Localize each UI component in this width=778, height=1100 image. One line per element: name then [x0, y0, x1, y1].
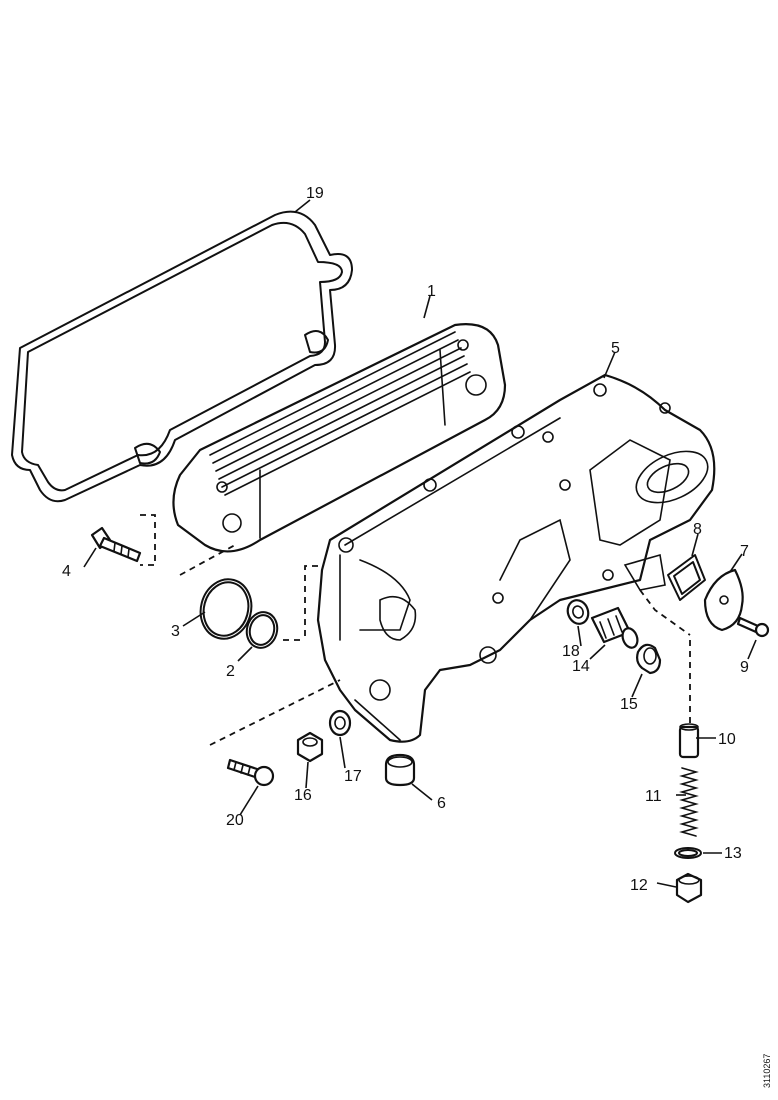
washer-17 [328, 709, 352, 737]
callout-9: 9 [740, 659, 749, 676]
cover-7 [703, 568, 744, 632]
bolt-9 [736, 616, 770, 638]
callout-16: 16 [294, 787, 312, 804]
callout-12: 12 [630, 877, 648, 894]
callout-19: 19 [306, 185, 324, 202]
sleeve-10 [678, 723, 700, 759]
plug-6 [384, 753, 416, 787]
callout-labels: 1 2 3 4 5 6 7 8 9 10 11 12 13 14 15 16 1… [62, 185, 749, 894]
gasket-8 [667, 554, 706, 601]
bolt-4 [90, 526, 142, 563]
plug-15 [636, 643, 662, 675]
reference-number: 3110267 [762, 1054, 772, 1088]
callout-7: 7 [740, 543, 749, 560]
callout-1: 1 [427, 283, 436, 300]
callout-4: 4 [62, 563, 71, 580]
callout-17: 17 [344, 768, 362, 785]
callout-2: 2 [226, 663, 235, 680]
nut-16 [296, 731, 324, 763]
callout-13: 13 [724, 845, 742, 862]
seal-ring-18 [566, 599, 590, 625]
plug-12 [675, 872, 703, 904]
callout-18: 18 [562, 643, 580, 660]
callout-15: 15 [620, 696, 638, 713]
o-ring-3 [199, 578, 253, 640]
callout-3: 3 [171, 623, 180, 640]
gasket-19 [11, 210, 353, 503]
retaining-ring-13 [674, 847, 702, 859]
bolt-20 [226, 758, 275, 787]
callout-11: 11 [645, 788, 662, 805]
leader-lines [83, 199, 757, 888]
callout-20: 20 [226, 812, 244, 829]
callout-5: 5 [611, 340, 620, 357]
oil-cooler-core-1 [172, 323, 507, 553]
oil-cooler-housing-5 [316, 373, 716, 743]
callout-6: 6 [437, 795, 446, 812]
valve-14 [590, 606, 639, 649]
callout-10: 10 [718, 731, 736, 748]
spring-11 [679, 767, 699, 837]
callout-14: 14 [572, 658, 590, 675]
assembly-lines [140, 514, 691, 746]
o-ring-2 [245, 611, 279, 649]
callout-8: 8 [693, 521, 702, 538]
